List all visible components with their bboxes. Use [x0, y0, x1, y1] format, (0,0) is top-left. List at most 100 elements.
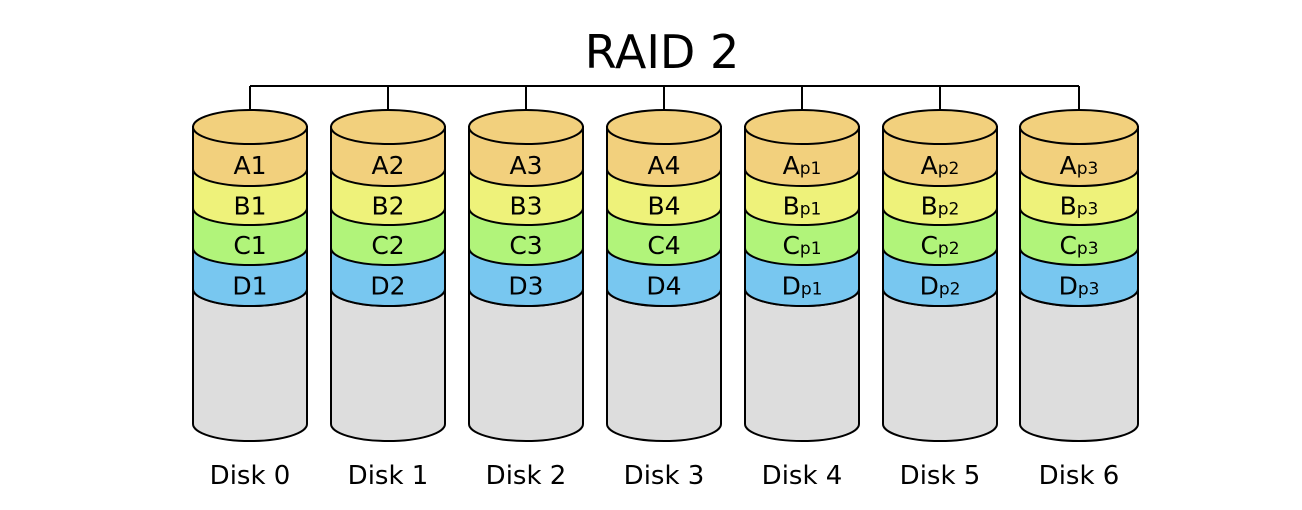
block-label-subscript: p1	[800, 239, 822, 259]
block-label-subscript: p3	[1077, 200, 1099, 220]
block-label-main: A	[783, 151, 800, 180]
disk-top-cap	[1019, 109, 1139, 145]
block-label: Bp3	[1060, 192, 1099, 221]
block-label-main: D4	[646, 272, 681, 301]
block-label: D2	[370, 272, 405, 301]
block-label-subscript: p1	[801, 280, 823, 300]
block-label: D4	[646, 272, 681, 301]
block-label-main: B2	[371, 192, 404, 221]
block-label-main: A1	[233, 151, 266, 180]
disk-label: Disk 1	[348, 461, 429, 491]
block-label-main: D2	[370, 272, 405, 301]
block-label: Dp1	[782, 272, 823, 301]
block-label-main: C3	[509, 231, 542, 260]
block-label: C2	[371, 231, 404, 260]
block-label-main: C4	[647, 231, 680, 260]
block-label: A2	[371, 151, 404, 180]
block-label-main: D	[920, 272, 939, 301]
block-label-main: C	[920, 231, 937, 260]
block-label-subscript: p2	[939, 280, 961, 300]
block-label: Ap1	[783, 151, 822, 180]
disk-label: Disk 6	[1039, 461, 1120, 491]
block-label: Cp1	[782, 231, 821, 260]
disk-label: Disk 3	[624, 461, 705, 491]
block-label-main: C1	[233, 231, 266, 260]
block-label-main: A	[921, 151, 938, 180]
empty-space	[882, 288, 998, 442]
block-label-main: B	[1060, 192, 1077, 221]
disk-label: Disk 2	[486, 461, 567, 491]
block-label: Dp2	[920, 272, 961, 301]
disk-label: Disk 4	[762, 461, 843, 491]
block-label-subscript: p1	[800, 159, 822, 179]
disk-connector-bus	[249, 85, 1080, 127]
diagram-title: RAID 2	[585, 25, 739, 79]
block-label: D1	[232, 272, 267, 301]
block-label-main: A4	[647, 151, 680, 180]
block-label-main: D	[1059, 272, 1078, 301]
block-label: Dp3	[1059, 272, 1100, 301]
block-label-subscript: p1	[800, 200, 822, 220]
disk-label: Disk 5	[900, 461, 981, 491]
block-label: A4	[647, 151, 680, 180]
empty-space	[1019, 288, 1139, 442]
disk-top-cap	[882, 109, 998, 145]
block-label-main: A3	[509, 151, 542, 180]
empty-space	[468, 288, 584, 442]
block-label-main: B	[921, 192, 938, 221]
empty-space	[330, 288, 446, 442]
empty-space	[192, 288, 308, 442]
block-label: B1	[233, 192, 266, 221]
block-label-subscript: p3	[1077, 239, 1099, 259]
block-label-main: C	[782, 231, 799, 260]
block-label: Ap2	[921, 151, 960, 180]
disk-label: Disk 0	[210, 461, 291, 491]
block-label-main: B4	[647, 192, 680, 221]
block-label-subscript: p3	[1077, 159, 1099, 179]
block-label-subscript: p2	[938, 239, 960, 259]
block-label: Ap3	[1060, 151, 1099, 180]
empty-space	[606, 288, 722, 442]
block-label: Cp2	[920, 231, 959, 260]
block-label: B4	[647, 192, 680, 221]
block-label-main: D3	[508, 272, 543, 301]
block-label-main: B	[783, 192, 800, 221]
block-label-main: C2	[371, 231, 404, 260]
block-label-main: B1	[233, 192, 266, 221]
block-label: A3	[509, 151, 542, 180]
empty-space	[744, 288, 860, 442]
block-label: Cp3	[1059, 231, 1098, 260]
disk-top-cap	[606, 109, 722, 145]
block-label: Bp2	[921, 192, 960, 221]
block-label: A1	[233, 151, 266, 180]
disk-top-cap	[468, 109, 584, 145]
block-label: B2	[371, 192, 404, 221]
block-label-main: D	[782, 272, 801, 301]
block-label: C1	[233, 231, 266, 260]
block-label: D3	[508, 272, 543, 301]
block-label: B3	[509, 192, 542, 221]
block-label: C3	[509, 231, 542, 260]
disk-top-cap	[192, 109, 308, 145]
disk-top-cap	[330, 109, 446, 145]
block-label-subscript: p3	[1078, 280, 1100, 300]
block-label: Bp1	[783, 192, 822, 221]
block-label-subscript: p2	[938, 159, 960, 179]
block-label-main: A	[1060, 151, 1077, 180]
block-label-main: C	[1059, 231, 1076, 260]
block-label-main: A2	[371, 151, 404, 180]
block-label: C4	[647, 231, 680, 260]
block-label-main: B3	[509, 192, 542, 221]
disk-top-cap	[744, 109, 860, 145]
block-label-main: D1	[232, 272, 267, 301]
block-label-subscript: p2	[938, 200, 960, 220]
